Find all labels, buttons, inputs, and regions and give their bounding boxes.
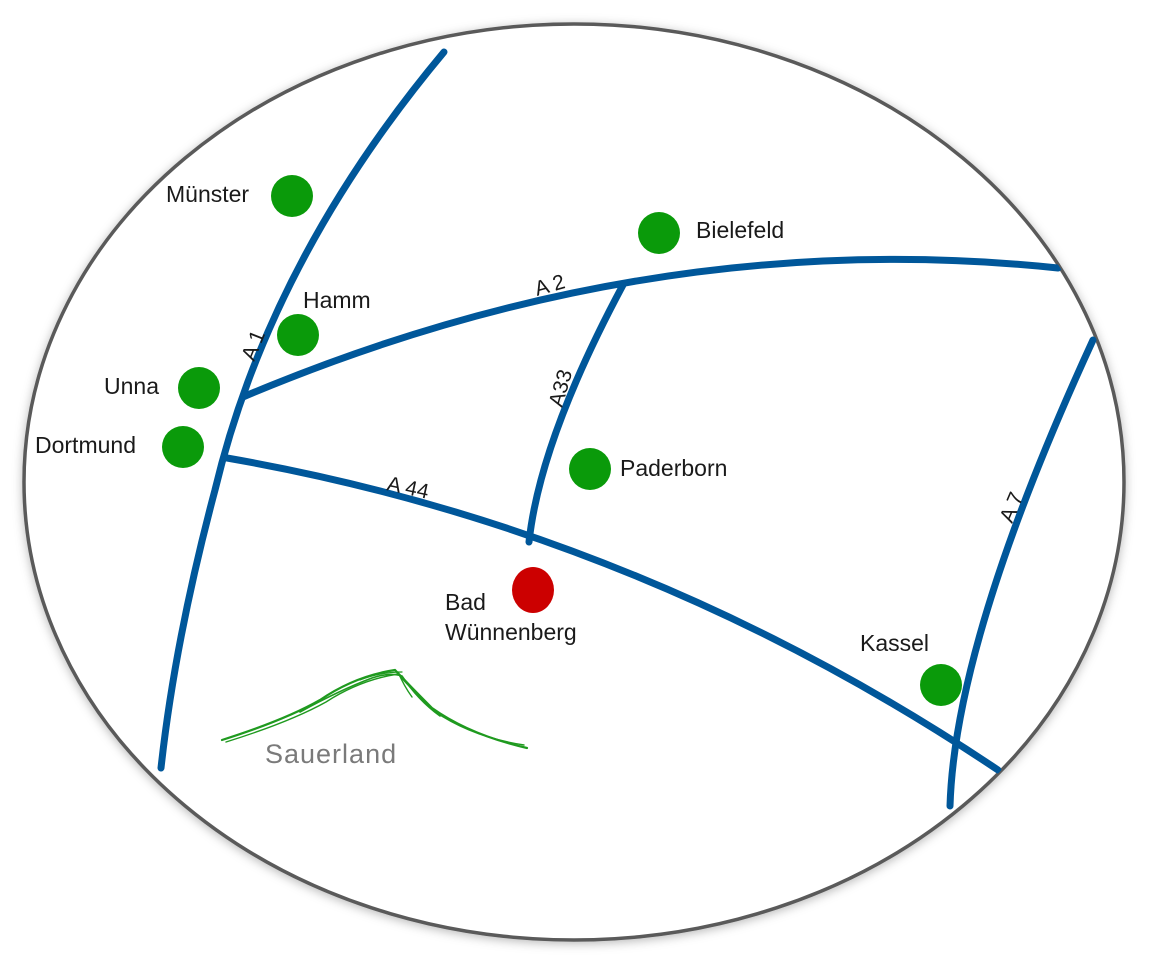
road-a2 xyxy=(239,255,1062,401)
city-label-hamm: Hamm xyxy=(303,287,371,313)
destination-label-line2: Wünnenberg xyxy=(445,619,577,645)
city-marker-kassel xyxy=(920,664,962,706)
city-marker-muenster xyxy=(271,175,313,217)
city-marker-paderborn xyxy=(569,448,611,490)
region-logo-text: Sauerland xyxy=(265,739,397,769)
city-label-paderborn: Paderborn xyxy=(620,455,727,481)
city-label-bielefeld: Bielefeld xyxy=(696,217,784,243)
road-a1 xyxy=(157,48,448,772)
road-a33 xyxy=(525,281,627,546)
city-marker-bielefeld xyxy=(638,212,680,254)
city-label-unna: Unna xyxy=(104,373,159,399)
destination-marker xyxy=(512,567,554,613)
road-a44 xyxy=(223,454,1002,774)
city-label-dortmund: Dortmund xyxy=(35,432,136,458)
destination-label-line1: Bad xyxy=(445,589,486,615)
city-label-muenster: Münster xyxy=(166,181,249,207)
city-marker-hamm xyxy=(277,314,319,356)
road-a7 xyxy=(946,336,1097,810)
city-marker-unna xyxy=(178,367,220,409)
city-label-kassel: Kassel xyxy=(860,630,929,656)
mountain-icon xyxy=(220,668,529,750)
city-marker-dortmund xyxy=(162,426,204,468)
